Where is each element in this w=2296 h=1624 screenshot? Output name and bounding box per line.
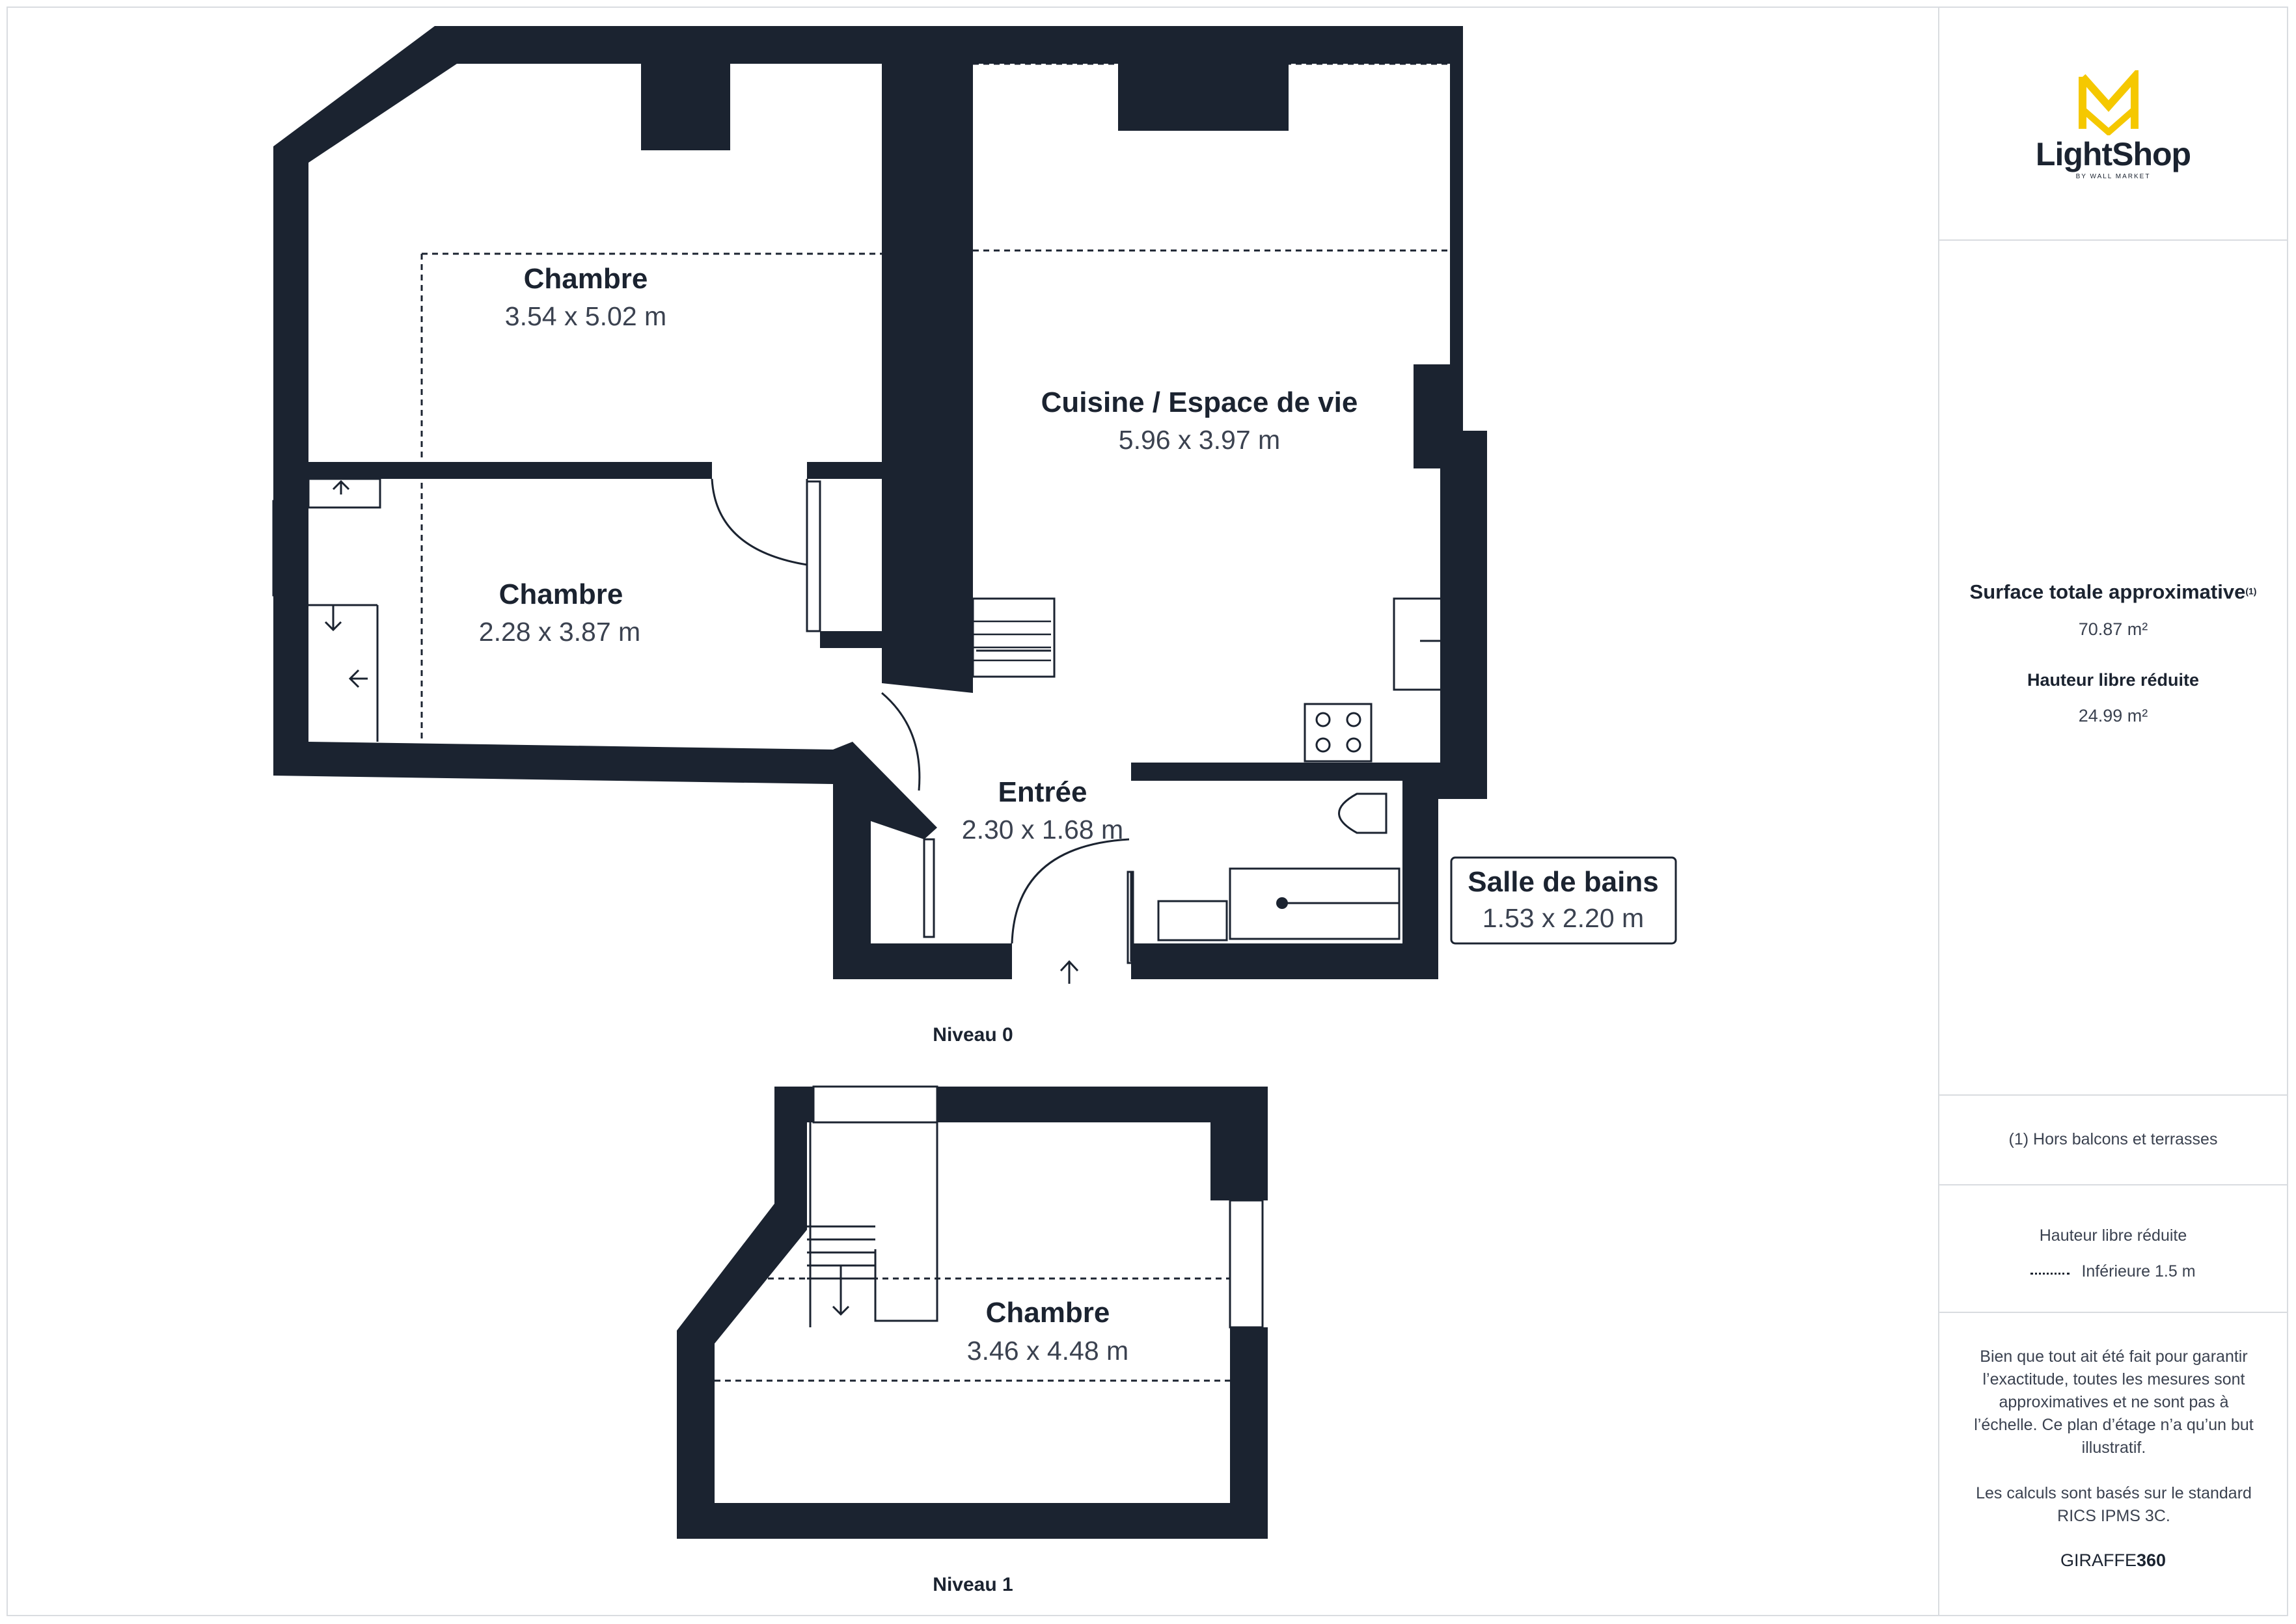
brand-subtitle: BY WALL MARKET	[2075, 173, 2151, 180]
info-sidebar: LightShop BY WALL MARKET Surface totale …	[1938, 8, 2287, 1615]
total-area-footnote-mark: (1)	[2245, 586, 2257, 597]
room-name: Entrée	[998, 776, 1087, 808]
area-block: Surface totale approximative(1) 70.87 m²…	[1939, 241, 2287, 1096]
wall-bedroom-divider	[807, 462, 882, 479]
room-dims: 5.96 x 3.97 m	[1119, 425, 1280, 455]
floor-plan: Chambre 3.54 x 5.02 m Chambre 2.28 x 3.8…	[272, 26, 1677, 1595]
total-area-value: 70.87 m²	[2078, 619, 2148, 639]
chimney-block	[1118, 64, 1289, 131]
dotted-line-legend-icon	[2030, 1273, 2070, 1275]
room-name: Chambre	[524, 263, 648, 295]
chimney-block	[641, 64, 730, 150]
wall-bedroom-divider	[308, 462, 712, 479]
legend-block: Hauteur libre réduite Inférieure 1.5 m	[1939, 1185, 2287, 1313]
reduced-height-value: 24.99 m²	[2078, 706, 2148, 725]
room-dims: 3.46 x 4.48 m	[967, 1336, 1128, 1366]
fixtures-level-1	[807, 1085, 1264, 1329]
walls-level-0	[273, 26, 1487, 979]
wall-niche	[1414, 364, 1450, 468]
arrows-level-0	[324, 480, 1079, 984]
logo-block: LightShop BY WALL MARKET	[1939, 8, 2287, 241]
room-dims: 3.54 x 5.02 m	[505, 301, 666, 331]
credit-bold: 360	[2136, 1550, 2166, 1570]
reduced-height-lines-1	[715, 1277, 1230, 1382]
reduced-height-lines-0	[420, 62, 1450, 742]
reduced-height-label: Hauteur libre réduite	[2027, 670, 2200, 690]
credit-light: GIRAFFE	[2060, 1550, 2137, 1570]
fixtures-level-0	[272, 478, 1447, 941]
room-name: Chambre	[499, 578, 623, 610]
disclaimer-text: Bien que tout ait été fait pour garantir…	[1974, 1347, 2254, 1457]
brand-name: LightShop	[2035, 136, 2191, 172]
footnote-block: (1) Hors balcons et terrasses	[1939, 1096, 2287, 1185]
wall-closet	[820, 631, 882, 648]
room-dims: 1.53 x 2.20 m	[1483, 903, 1644, 933]
page-frame	[7, 7, 2288, 1616]
room-dims: 2.30 x 1.68 m	[962, 815, 1123, 845]
legend-title: Hauteur libre réduite	[2039, 1226, 2187, 1245]
wall-entry-left	[833, 742, 1012, 979]
bathroom-label-box	[1450, 856, 1677, 945]
stairs-level-0	[973, 620, 1051, 662]
room-name: Chambre	[986, 1297, 1110, 1329]
walls-level-1	[677, 1087, 1268, 1539]
room-name: Salle de bains	[1468, 866, 1658, 898]
giraffe360-credit: GIRAFFE360	[1939, 1550, 2287, 1571]
wall-outer-left	[273, 26, 882, 784]
level-label: Niveau 0	[933, 1024, 1013, 1046]
standard-text: Les calculs sont basés sur le standard R…	[1976, 1484, 2252, 1525]
total-area-label: Surface totale approximative	[1969, 580, 2246, 603]
room-name: Cuisine / Espace de vie	[1041, 386, 1358, 418]
disclaimer-block: Bien que tout ait été fait pour garantir…	[1939, 1313, 2287, 1614]
level-label: Niveau 1	[933, 1574, 1013, 1595]
bath-drain	[1276, 897, 1288, 909]
room-dims: 2.28 x 3.87 m	[479, 617, 640, 647]
lightshop-logo-icon	[2079, 70, 2139, 135]
legend-item: Inférieure 1.5 m	[2081, 1262, 2196, 1280]
footnote-text: (1) Hors balcons et terrasses	[2008, 1130, 2218, 1148]
wall-bathroom	[1131, 763, 1440, 979]
wall-central	[882, 64, 973, 693]
